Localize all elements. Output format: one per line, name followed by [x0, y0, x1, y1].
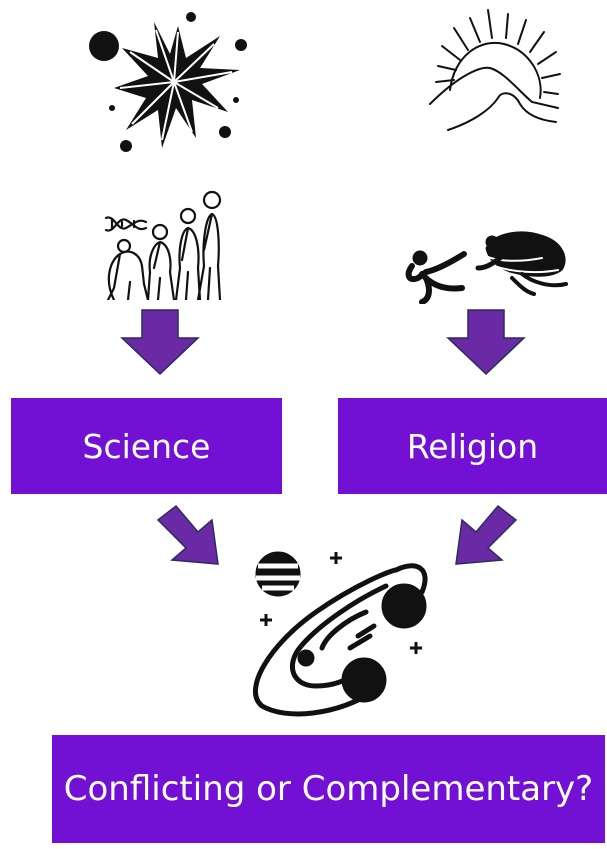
creation-of-adam-icon [405, 231, 568, 304]
question-label: Conflicting or Complementary? [63, 769, 594, 809]
big-bang-icon [89, 12, 247, 152]
arrow-diagonal-religion [455, 504, 518, 565]
arrow-diagonal-science [156, 504, 219, 565]
arrow-down-science [120, 309, 200, 376]
religion-label: Religion [406, 426, 539, 466]
galaxy-planets-icon [253, 551, 428, 717]
arrow-down-religion [446, 309, 526, 376]
human-evolution-icon [104, 190, 222, 300]
religion-box: Religion [338, 398, 607, 494]
question-box: Conflicting or Complementary? [52, 735, 605, 843]
science-box: Science [11, 398, 282, 494]
sunrise-over-mountains-icon [429, 9, 561, 131]
science-label: Science [82, 426, 211, 466]
